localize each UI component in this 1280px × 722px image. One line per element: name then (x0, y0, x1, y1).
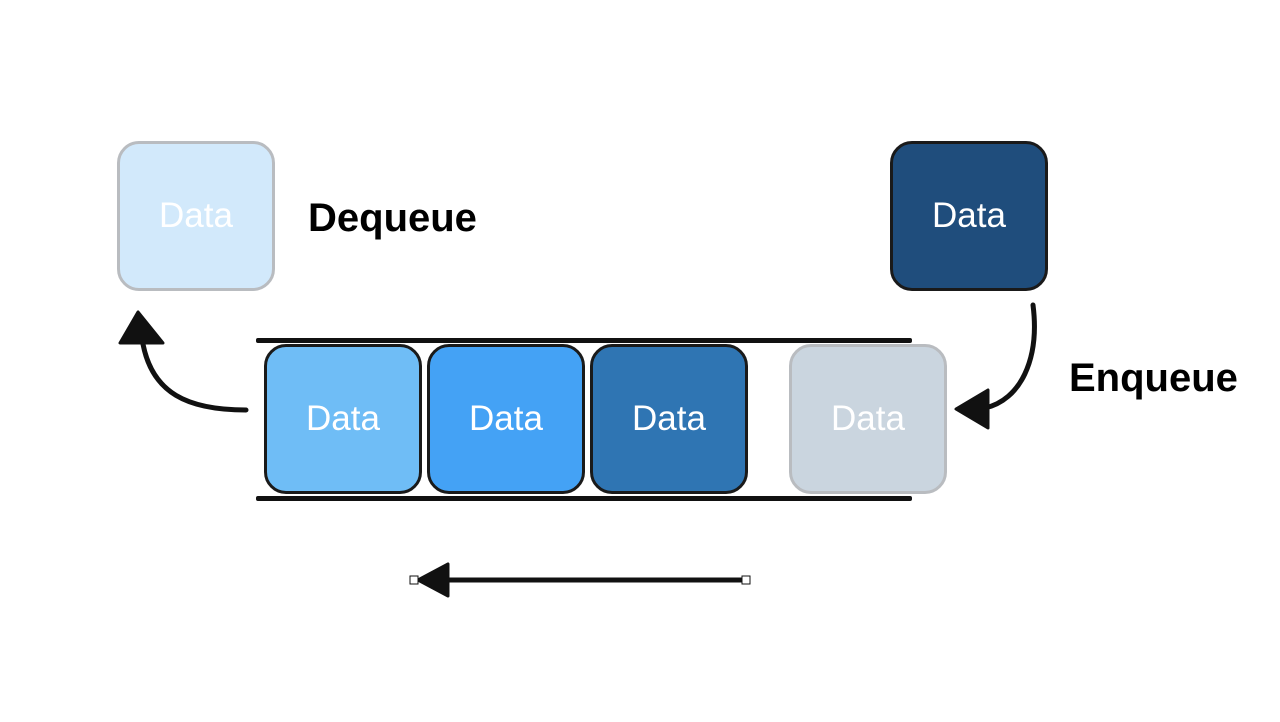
enqueue-arrow-icon (954, 302, 1037, 430)
enqueue-data-box: Data (890, 141, 1048, 291)
queue-top-rail (256, 338, 912, 343)
queue-item-3-text: Data (632, 399, 706, 438)
queue-bottom-rail (256, 496, 912, 501)
queue-incoming-slot: Data (789, 344, 947, 494)
dequeue-label: Dequeue (308, 196, 477, 240)
queue-item-1: Data (264, 344, 422, 494)
dequeued-data-text: Data (159, 196, 233, 235)
queue-item-1-text: Data (306, 399, 380, 438)
queue-item-3: Data (590, 344, 748, 494)
dequeue-arrow-icon (118, 310, 249, 413)
enqueue-label: Enqueue (1069, 356, 1238, 400)
dequeued-data-box: Data (117, 141, 275, 291)
queue-incoming-text: Data (831, 399, 905, 438)
queue-item-2-text: Data (469, 399, 543, 438)
queue-item-2: Data (427, 344, 585, 494)
flow-arrow-icon (409, 562, 751, 598)
enqueue-data-text: Data (932, 196, 1006, 235)
